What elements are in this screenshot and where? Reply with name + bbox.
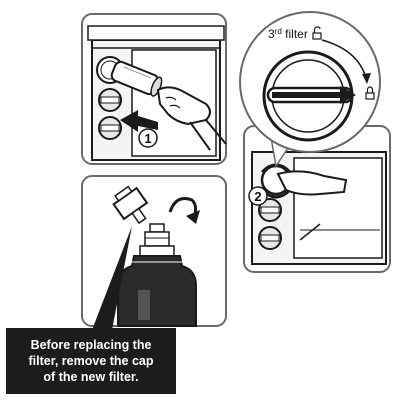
rotate-arrow-icon [168,197,198,219]
step-badge-2 [248,186,268,206]
caption-pointer [92,226,132,330]
step-number-2: 2 [254,189,261,204]
hand-icon [156,86,227,151]
unlock-icon [312,26,322,40]
filter-cartridge [110,60,163,97]
panel-insert-filter: 1 [81,13,227,165]
caption-box: Before replacing the filter, remove the … [6,328,176,394]
push-arrow-icon [120,110,158,132]
panel-remove-cap [81,175,227,330]
filter-cap [112,185,149,225]
caption-text: Before replacing the filter, remove the … [28,338,154,384]
step-number-1: 1 [144,131,151,146]
turn-arrow-icon [340,86,356,104]
new-filter-bottle [117,223,197,327]
callout-label: 3rd filter [268,27,308,41]
step-badge [138,128,158,148]
panel-turn-filter: 2 [243,125,391,273]
lock-icon [365,86,375,100]
hand-icon-2 [276,170,348,196]
zoom-callout: 3rd filter [239,11,381,168]
